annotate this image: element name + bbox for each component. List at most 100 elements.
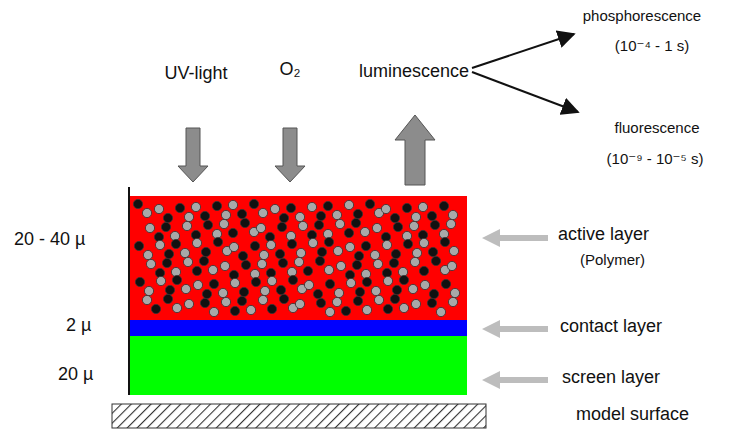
particle-dot [256, 223, 265, 232]
particle-dot [408, 284, 417, 293]
particle-dot [213, 237, 222, 246]
particle-dot [239, 287, 248, 296]
thickness-label: 20 µ [58, 365, 93, 385]
particle-dot [192, 238, 201, 247]
particle-dot [276, 285, 285, 294]
particle-dot [279, 294, 288, 303]
particle-dot [392, 285, 401, 294]
particle-dot [258, 208, 267, 217]
particle-dot [275, 249, 284, 258]
particle-dot [251, 277, 260, 286]
particle-dot [286, 203, 295, 212]
particle-dot [212, 201, 221, 210]
luminescence-arrow [395, 115, 435, 185]
pointer-arrow [482, 320, 548, 338]
particle-dot [448, 210, 457, 219]
particle-dot [316, 211, 325, 220]
particle-dot [354, 251, 363, 260]
branch-arrow [472, 72, 578, 112]
thickness-label: 2 µ [66, 316, 91, 336]
particle-dot [296, 248, 305, 257]
emission-label: fluorescence [614, 120, 699, 137]
particle-dot [436, 307, 445, 316]
particle-dot [219, 219, 228, 228]
particle-dot [164, 249, 173, 258]
particle-dot [308, 238, 317, 247]
particle-dot [144, 286, 153, 295]
particle-dot [192, 266, 201, 275]
particle-dot [441, 279, 450, 288]
particle-dot [201, 247, 210, 256]
particle-dot [324, 265, 333, 274]
particle-dot [402, 203, 411, 212]
particle-dot [390, 213, 399, 222]
particle-dot [249, 199, 258, 208]
particle-dot [324, 237, 333, 246]
particle-dot [390, 294, 399, 303]
particle-dot [335, 219, 344, 228]
particle-dot [183, 257, 192, 266]
pointer-arrow [482, 229, 548, 247]
particle-dot [270, 204, 279, 213]
particle-dot [351, 218, 360, 227]
particle-dot [393, 222, 402, 231]
particle-dot [389, 258, 398, 267]
particle-dot [241, 260, 250, 269]
particle-dot [427, 298, 436, 307]
particle-dot [295, 299, 304, 308]
particle-dot [429, 289, 438, 298]
particle-dot [267, 276, 276, 285]
particle-dot [439, 201, 448, 210]
particle-dot [419, 266, 428, 275]
particle-dot [193, 280, 202, 289]
particle-dot [208, 265, 217, 274]
particle-dot [371, 286, 380, 295]
particle-dot [134, 241, 143, 250]
uv-arrow [178, 128, 208, 182]
layer-name: screen layer [562, 368, 660, 388]
particle-dot [420, 280, 429, 289]
particle-dot [294, 257, 303, 266]
particle-dot [220, 261, 229, 270]
particle-dot [250, 241, 259, 250]
particle-dot [431, 256, 440, 265]
particle-dot [314, 220, 323, 229]
particle-dot [353, 296, 362, 305]
particle-dot [184, 299, 193, 308]
particle-dot [221, 210, 230, 219]
particle-dot [237, 209, 246, 218]
particle-dot [266, 240, 275, 249]
outgoing-label: luminescence [359, 62, 469, 82]
particle-dot [315, 256, 324, 265]
particle-dot [267, 304, 276, 313]
particle-dot [209, 307, 218, 316]
particle-dot [332, 297, 341, 306]
particle-dot [163, 213, 172, 222]
particle-dot [450, 288, 459, 297]
particle-dot [323, 201, 332, 210]
particle-dot [260, 286, 269, 295]
particle-dot [418, 202, 427, 211]
particle-dot [325, 307, 334, 316]
particle-dot [345, 242, 354, 251]
particle-dot [257, 259, 266, 268]
particle-dot [154, 204, 163, 213]
particle-dot [360, 227, 369, 236]
incoming-label: O₂ [280, 60, 301, 80]
branch-arrow [472, 34, 574, 68]
particle-dot [181, 284, 190, 293]
layer-name: active layer [558, 225, 649, 245]
particle-dot [246, 305, 255, 314]
particle-dot [228, 200, 237, 209]
particle-dot [172, 303, 181, 312]
particle-dot [440, 237, 449, 246]
particle-dot [313, 289, 322, 298]
particle-dot [279, 213, 288, 222]
particle-dot [146, 259, 155, 268]
particle-dot [258, 295, 267, 304]
particle-dot [410, 257, 419, 266]
incoming-label: UV-light [164, 64, 227, 84]
particle-dot [355, 287, 364, 296]
pointer-arrow [482, 371, 548, 389]
